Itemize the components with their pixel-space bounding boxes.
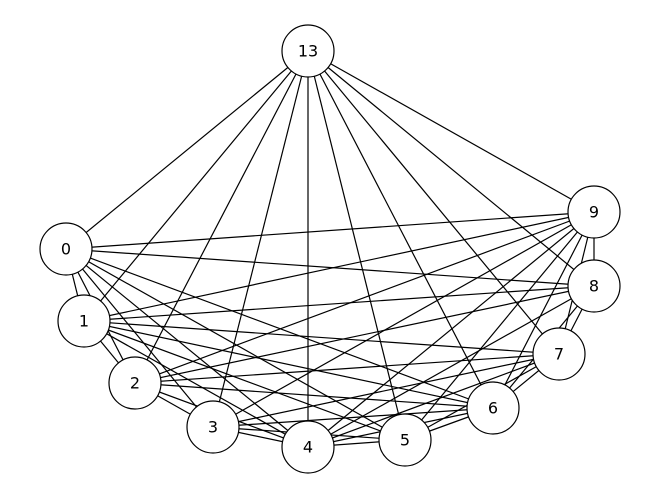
- edge-n1-n8: [83, 285, 595, 322]
- edge-n4-n9: [307, 211, 595, 448]
- nodes-layer: 13 0 1 2 3 4 5 6 7 8 9: [39, 24, 621, 474]
- edge-n5-n9: [404, 211, 595, 441]
- edge-n13-n1: [83, 50, 309, 322]
- edge-n6-n9: [492, 211, 595, 409]
- edge-n13-n9: [307, 50, 595, 213]
- node-circle: [281, 24, 335, 78]
- edge-n13-n7: [307, 50, 560, 355]
- node-circle: [532, 327, 586, 381]
- edge-n1-n4: [83, 320, 309, 448]
- edge-n4-n8: [307, 285, 595, 448]
- edge-n3-n6: [212, 407, 494, 428]
- node-n3: 3: [186, 400, 240, 454]
- node-circle: [567, 185, 621, 239]
- node-circle: [567, 259, 621, 313]
- edge-n3-n9: [212, 211, 595, 428]
- edge-n0-n3: [65, 248, 214, 428]
- node-label: 2: [130, 374, 140, 393]
- node-n6: 6: [466, 381, 520, 435]
- edge-n1-n6: [83, 320, 494, 409]
- node-n7: 7: [532, 327, 586, 381]
- edge-n1-n7: [83, 320, 560, 355]
- node-label: 1: [79, 312, 89, 331]
- edge-n13-n6: [307, 50, 494, 409]
- node-n2: 2: [108, 356, 162, 410]
- node-label: 8: [589, 277, 599, 296]
- node-label: 6: [488, 399, 498, 418]
- edge-n0-n8: [65, 248, 595, 287]
- node-n8: 8: [567, 259, 621, 313]
- node-n5: 5: [378, 413, 432, 467]
- edge-n4-n7: [307, 353, 560, 448]
- node-label: 5: [400, 431, 410, 450]
- node-circle: [281, 420, 335, 474]
- edge-n13-n8: [307, 50, 595, 287]
- edge-n0-n6: [65, 248, 494, 409]
- node-n0: 0: [39, 222, 93, 276]
- node-label: 0: [61, 240, 71, 259]
- edge-n2-n8: [134, 285, 595, 384]
- node-n4: 4: [281, 420, 335, 474]
- edge-n2-n6: [134, 382, 494, 409]
- node-n13: 13: [281, 24, 335, 78]
- edge-n13-n2: [134, 50, 309, 384]
- edge-n1-n5: [83, 320, 406, 441]
- edge-n0-n5: [65, 248, 406, 441]
- node-circle: [466, 381, 520, 435]
- edge-n13-n5: [307, 50, 406, 441]
- edge-n0-n4: [65, 248, 309, 448]
- edge-n13-n3: [212, 50, 309, 428]
- node-label: 13: [298, 42, 318, 61]
- edge-n0-n9: [65, 211, 595, 250]
- edge-n2-n9: [134, 211, 595, 384]
- node-circle: [378, 413, 432, 467]
- node-circle: [57, 294, 111, 348]
- edge-n3-n7: [212, 353, 560, 428]
- node-n1: 1: [57, 294, 111, 348]
- node-circle: [186, 400, 240, 454]
- node-circle: [39, 222, 93, 276]
- edge-n2-n7: [134, 353, 560, 384]
- edge-n13-n0: [65, 50, 309, 250]
- node-label: 9: [589, 203, 599, 222]
- node-label: 7: [554, 345, 564, 364]
- node-circle: [108, 356, 162, 410]
- node-label: 4: [303, 438, 313, 457]
- node-label: 3: [208, 418, 218, 437]
- edge-n1-n9: [83, 211, 595, 322]
- node-n9: 9: [567, 185, 621, 239]
